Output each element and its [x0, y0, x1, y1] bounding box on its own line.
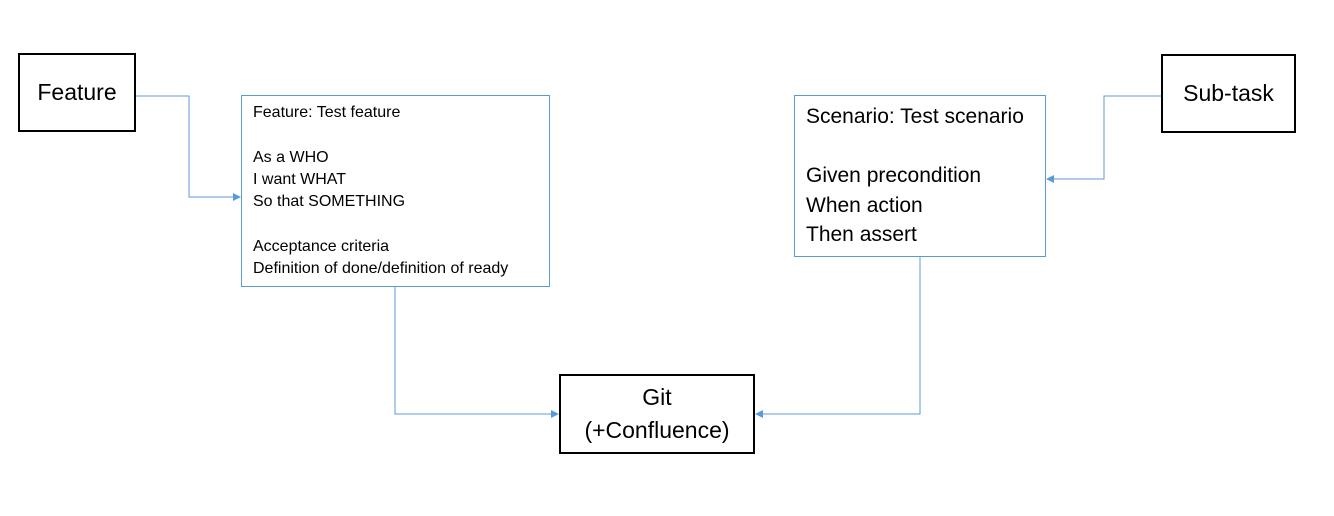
- definition-of-done: Definition of done/definition of ready: [253, 260, 509, 278]
- step-given: Given precondition: [806, 164, 982, 187]
- connector-subtask-to-scenario: [1046, 95, 1161, 183]
- step-when: When action: [806, 193, 923, 217]
- git-node: Git (+Confluence): [559, 374, 755, 454]
- feature-node: Feature: [18, 53, 136, 132]
- feature-title: Feature: Test feature: [253, 104, 401, 121]
- story-what: I want WHAT: [253, 170, 347, 188]
- feature-detail-box: Feature: Test feature As a WHO I want WH…: [241, 95, 550, 287]
- spacer: [253, 213, 549, 235]
- subtask-node-label: Sub-task: [1183, 80, 1274, 106]
- story-who: As a WHO: [253, 148, 329, 166]
- subtask-node: Sub-task: [1161, 54, 1296, 133]
- connector-scenario-to-git: [755, 257, 921, 418]
- git-node-label: Git: [642, 384, 672, 410]
- step-then: Then assert: [806, 223, 917, 246]
- story-so-that: So that SOMETHING: [253, 193, 406, 211]
- git-node-sublabel: (+Confluence): [584, 417, 730, 443]
- scenario-detail-box: Scenario: Test scenario Given preconditi…: [794, 95, 1046, 257]
- connector-feature-detail-to-git: [394, 287, 559, 418]
- scenario-title: Scenario: Test scenario: [806, 105, 1024, 128]
- feature-node-label: Feature: [37, 79, 117, 105]
- acceptance-criteria: Acceptance criteria: [253, 237, 390, 255]
- connector-feature-to-detail: [136, 95, 241, 201]
- spacer: [253, 124, 549, 146]
- spacer: [806, 132, 1045, 162]
